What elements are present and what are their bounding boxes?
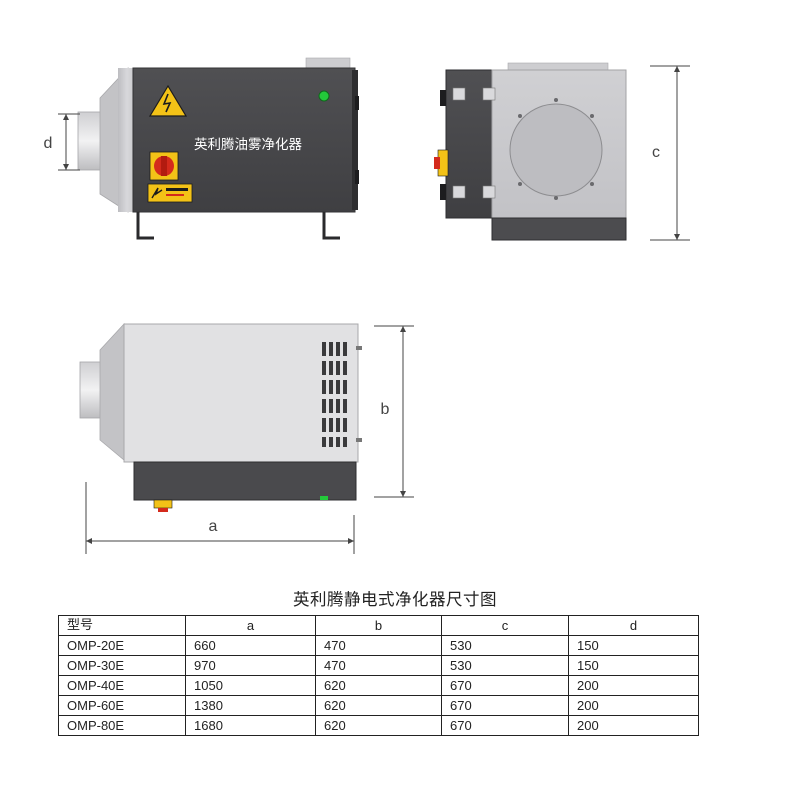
dimension-c: c: [650, 65, 690, 241]
plan-base: [133, 461, 357, 501]
hinge-top: [355, 96, 359, 110]
electric-shock-warning-icon: [147, 183, 193, 203]
cell-a: 1680: [185, 715, 316, 736]
warning-triangle-icon: [148, 84, 188, 117]
cell-d: 200: [568, 675, 699, 696]
cell-model: OMP-20E: [58, 635, 186, 656]
cell-model: OMP-30E: [58, 655, 186, 676]
table-title: 英利腾静电式净化器尺寸图: [293, 590, 497, 609]
table-row: OMP-20E 660 470 530 150: [58, 635, 699, 656]
cell-c: 670: [441, 715, 569, 736]
plan-hood: [99, 322, 125, 461]
cell-c: 530: [441, 635, 569, 656]
header-model: 型号: [58, 615, 186, 636]
cell-b: 470: [315, 655, 442, 676]
vent-grille-icon: [322, 342, 347, 447]
table-row: OMP-60E 1380 620 670 200: [58, 695, 699, 716]
plan-cabinet: [123, 323, 359, 463]
table-header-row: 型号 a b c d: [58, 615, 699, 636]
cell-model: OMP-80E: [58, 715, 186, 736]
cell-a: 660: [185, 635, 316, 656]
cell-c: 670: [441, 675, 569, 696]
door-seam: [352, 70, 358, 210]
cell-b: 470: [315, 635, 442, 656]
dimension-d: d: [44, 113, 80, 171]
plan-latch-top: [356, 346, 362, 350]
dimension-a: a: [85, 482, 355, 554]
dimension-b: b: [374, 325, 414, 498]
header-a: a: [185, 615, 316, 636]
cell-c: 530: [441, 655, 569, 676]
plan-view: b a: [79, 322, 414, 554]
cell-b: 620: [315, 715, 442, 736]
table-row: OMP-40E 1050 620 670 200: [58, 675, 699, 696]
bracket-1: [452, 87, 466, 101]
header-d: d: [568, 615, 699, 636]
header-b: b: [315, 615, 442, 636]
table-row: OMP-80E 1680 620 670 200: [58, 715, 699, 736]
cell-d: 200: [568, 695, 699, 716]
foot-right: [322, 212, 340, 240]
side-switch-knob: [434, 157, 440, 169]
side-view: c: [434, 62, 690, 241]
side-hinge-bottom: [440, 184, 446, 200]
rotary-switch-icon: [149, 151, 179, 181]
side-base: [491, 217, 627, 241]
dimension-d-label: d: [44, 135, 53, 152]
hinge-bottom: [355, 170, 359, 184]
top-cap: [305, 57, 351, 69]
foot-left: [136, 212, 154, 240]
header-c: c: [441, 615, 569, 636]
cell-model: OMP-60E: [58, 695, 186, 716]
plan-indicator: [320, 496, 328, 500]
cell-d: 150: [568, 635, 699, 656]
indicator-light-icon: [318, 90, 330, 102]
cell-model: OMP-40E: [58, 675, 186, 696]
bracket-3: [452, 185, 466, 199]
cell-a: 1050: [185, 675, 316, 696]
plan-switch: [153, 499, 173, 509]
bracket-4: [482, 185, 496, 199]
brand-label: 英利腾油雾净化器: [194, 136, 302, 153]
side-hinge-top: [440, 90, 446, 106]
cell-a: 1380: [185, 695, 316, 716]
dimension-c-label: c: [652, 144, 660, 161]
outlet-flange: [509, 103, 603, 197]
front-view: 英利腾油雾净化器 d: [44, 57, 359, 240]
cell-a: 970: [185, 655, 316, 676]
cell-b: 620: [315, 675, 442, 696]
spec-table: 型号 a b c d OMP-20E 660 470 530 150 OMP-3…: [58, 615, 699, 736]
cell-d: 150: [568, 655, 699, 676]
dimension-a-label: a: [209, 518, 218, 535]
cell-b: 620: [315, 695, 442, 716]
bracket-2: [482, 87, 496, 101]
plan-switch-knob: [158, 508, 168, 512]
table-row: OMP-30E 970 470 530 150: [58, 655, 699, 676]
plan-latch-bottom: [356, 438, 362, 442]
dimension-b-label: b: [381, 401, 390, 418]
cell-c: 670: [441, 695, 569, 716]
cell-d: 200: [568, 715, 699, 736]
hood-edge: [118, 68, 136, 212]
